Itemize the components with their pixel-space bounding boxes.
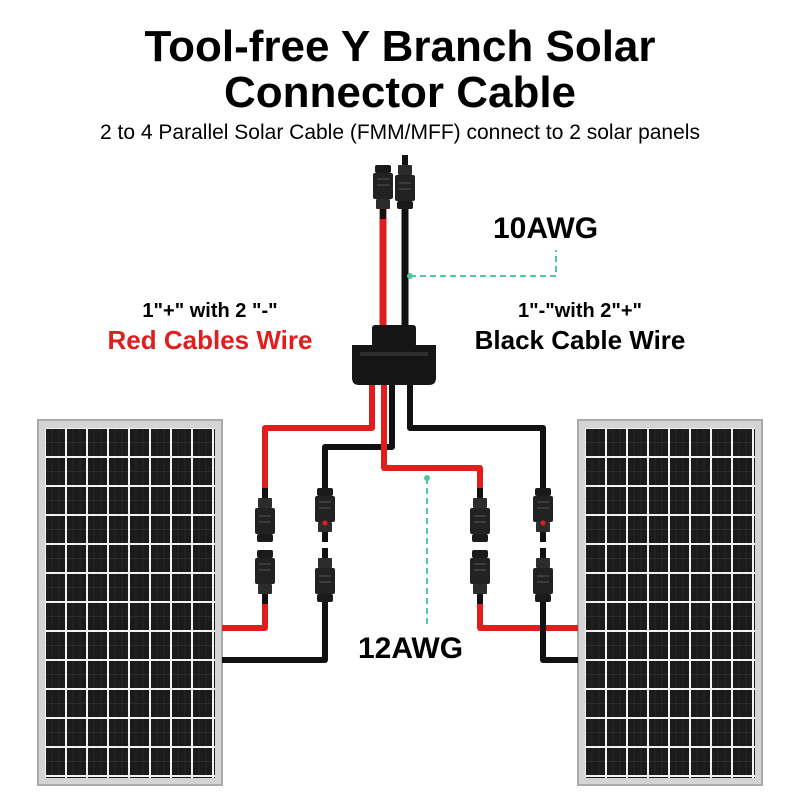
branch-gauge-label: 12AWG (358, 632, 464, 665)
leader-dot-main (407, 273, 413, 279)
red-wire-name: Red Cables Wire (107, 325, 313, 355)
y-branch-hub (352, 325, 436, 385)
leader-dot-branch (424, 475, 430, 481)
branch-wires (222, 380, 578, 663)
black-wire-name: Black Cable Wire (474, 325, 686, 355)
panel-mc4-connectors (254, 547, 554, 605)
subtitle: 2 to 4 Parallel Solar Cable (FMM/MFF) co… (100, 121, 700, 144)
right-solar-panel (577, 419, 763, 786)
main-trunk-wires (379, 200, 409, 330)
main-mc4-connectors (372, 154, 416, 220)
red-wire-spec: 1"+" with 2 "-" (142, 300, 278, 322)
branch-mc4-connectors (254, 487, 554, 543)
gauge-leader-lines (410, 250, 557, 628)
main-gauge-label: 10AWG (493, 212, 599, 245)
left-solar-panel (37, 419, 223, 786)
black-wire-spec: 1"-"with 2"+" (517, 300, 643, 322)
title-line-2: Connector Cable (223, 68, 577, 117)
title-line-1: Tool-free Y Branch Solar (144, 22, 656, 71)
